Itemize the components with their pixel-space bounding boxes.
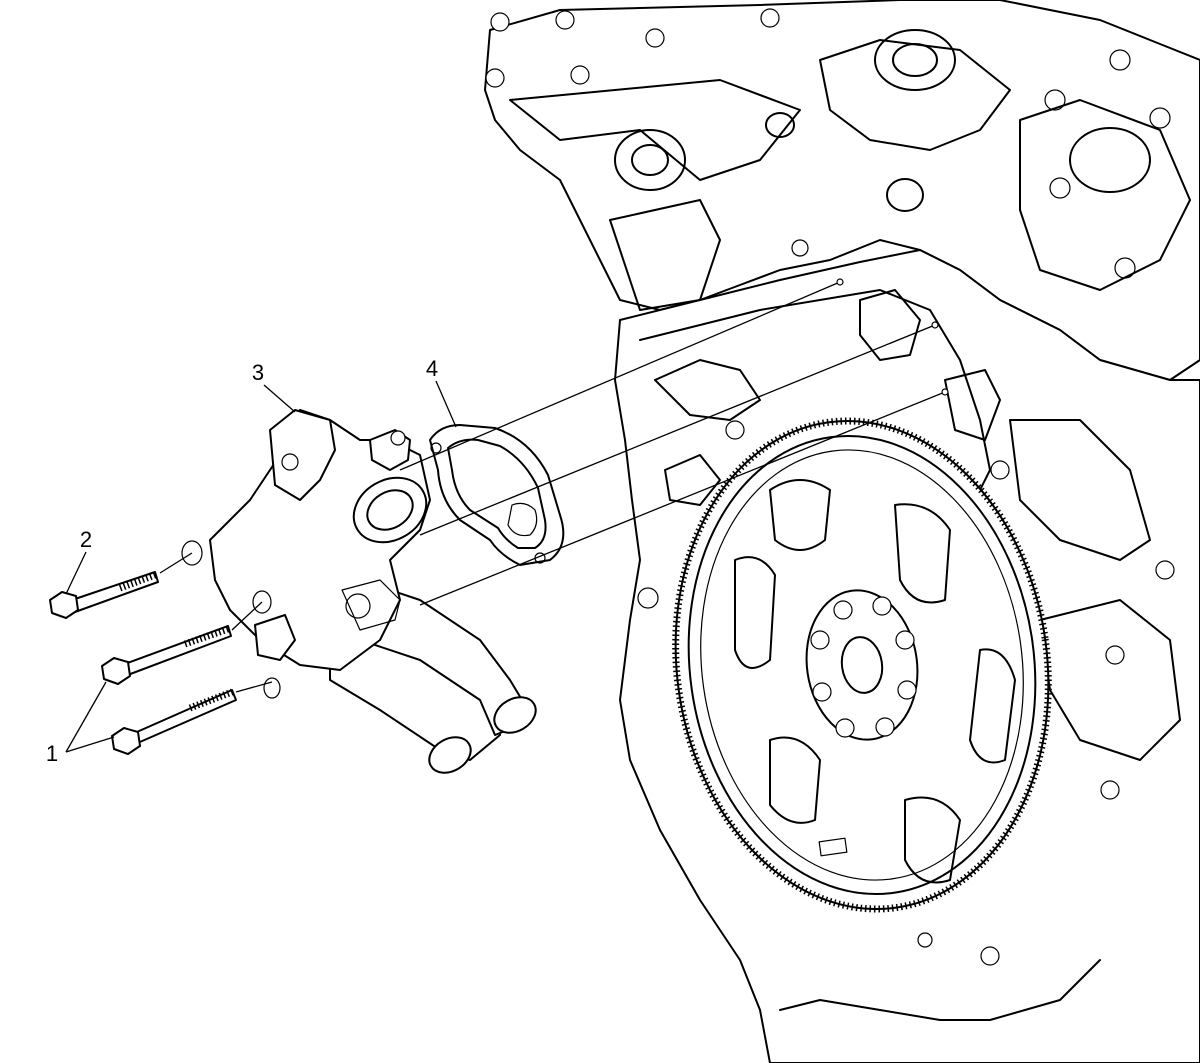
callout-3: 3 xyxy=(252,360,296,413)
callout-2: 2 xyxy=(65,527,92,595)
callout-label-3: 3 xyxy=(252,360,264,385)
alignment-lines xyxy=(159,278,949,693)
callout-label-4: 4 xyxy=(426,356,438,381)
gasket-icon xyxy=(429,424,565,566)
flywheel-icon xyxy=(672,417,1052,913)
bolt-icon xyxy=(49,571,237,755)
callout-label-1: 1 xyxy=(46,741,58,766)
thermostat-housing-icon xyxy=(181,409,537,774)
callout-4: 4 xyxy=(426,356,457,428)
callout-label-2: 2 xyxy=(80,527,92,552)
callout-1: 1 xyxy=(46,681,115,766)
